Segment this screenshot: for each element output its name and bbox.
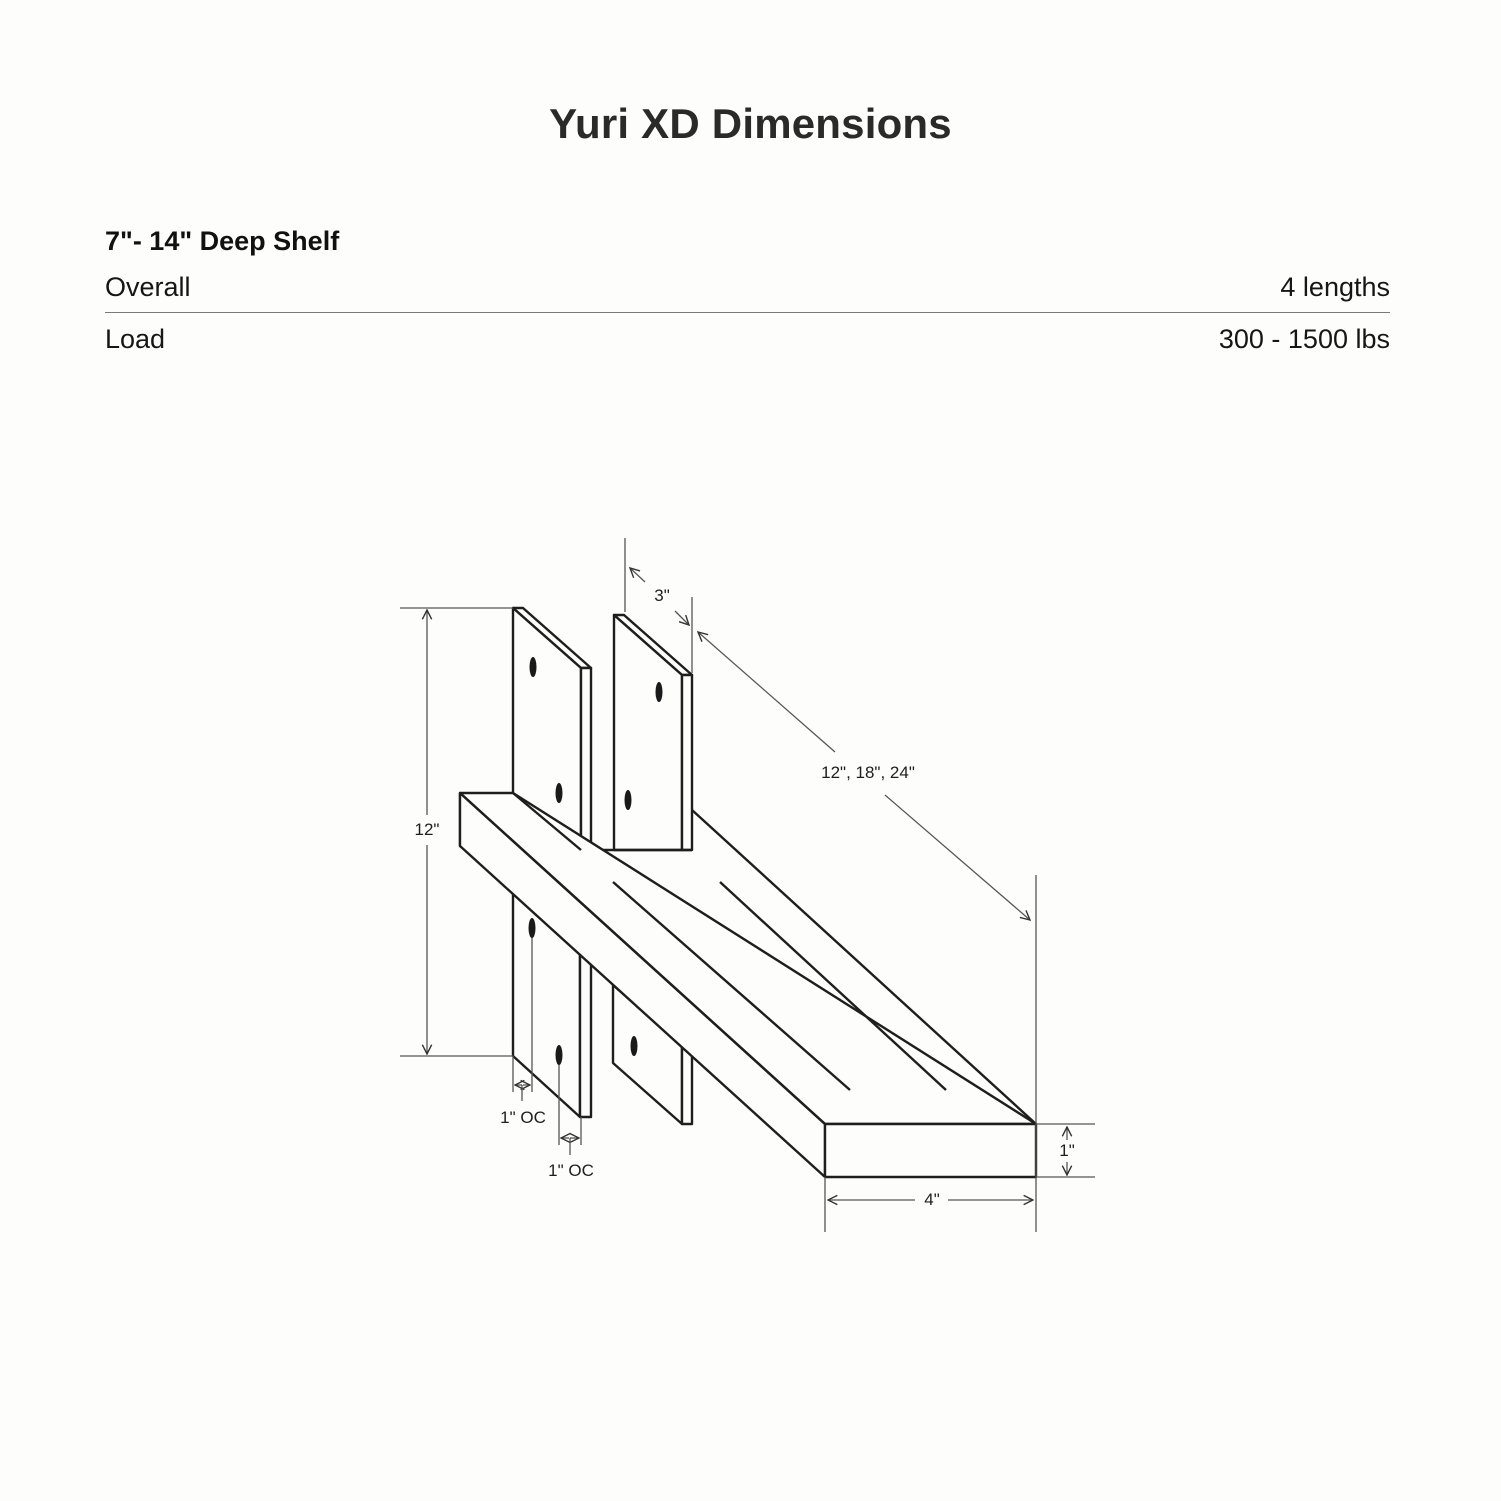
spec-value: 4 lengths [1280,272,1390,302]
hole-icon [529,657,537,677]
screw-holes [528,657,663,1065]
label-bracket-width: 3" [652,586,672,606]
shelf-board [458,791,1038,1179]
hole-icon [630,1036,638,1056]
label-hole-offset-right: 1" OC [546,1161,596,1181]
page-title: Yuri XD Dimensions [549,100,952,147]
label-hole-offset-left: 1" OC [498,1108,548,1128]
spec-value: 300 - 1500 lbs [1218,324,1390,354]
hole-icon [655,682,663,702]
hole-icon [624,790,632,810]
right-bracket-upper [581,613,694,852]
label-bracket-height: 12" [412,820,442,840]
label-shelf-depth: 4" [922,1190,942,1210]
spec-label: Load [105,324,166,354]
label-shelf-thickness: 1" [1057,1141,1077,1161]
dimension-lines [400,538,1095,1232]
hole-icon [555,783,563,803]
hole-icon [528,918,536,938]
label-shelf-length: 12", 18", 24" [819,763,917,783]
spec-label: Overall [105,272,191,302]
hole-icon [555,1045,563,1065]
spec-table: 7"- 14" Deep Shelf Overall 4 lengths Loa… [105,222,1390,363]
spec-row-overall: Overall 4 lengths [105,262,1390,313]
spec-row-load: Load 300 - 1500 lbs [105,315,1390,363]
spec-heading: 7"- 14" Deep Shelf [105,226,340,256]
